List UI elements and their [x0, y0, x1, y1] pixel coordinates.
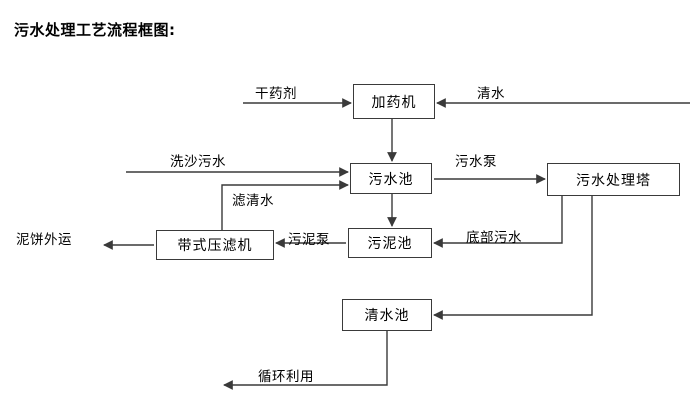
terminal-mud-cake-out: 泥饼外运	[16, 232, 72, 248]
node-dosing-machine[interactable]: 加药机	[353, 84, 435, 119]
node-sludge-pool[interactable]: 污泥池	[348, 228, 432, 258]
edge-clear-water-recycle	[223, 331, 388, 390]
node-treatment-tower[interactable]: 污水处理塔	[547, 163, 680, 196]
terminal-dry-chemical: 干药剂	[255, 86, 297, 102]
node-clear-water-pool[interactable]: 清水池	[342, 299, 432, 331]
node-treatment-tower-label: 污水处理塔	[576, 172, 651, 189]
edge-label-wastewater-pump: 污水泵	[455, 154, 497, 170]
edge-tower-to-clear-water-pool	[433, 196, 593, 320]
page-title: 污水处理工艺流程框图:	[14, 21, 176, 39]
edge-label-sludge-pump: 污泥泵	[288, 232, 330, 248]
terminal-sand-wash-water: 洗沙污水	[170, 154, 226, 170]
edge-label-recycle-reuse: 循环利用	[258, 369, 314, 385]
node-dosing-machine-label: 加药机	[371, 94, 417, 111]
edge-label-bottom-wastewater: 底部污水	[466, 230, 522, 246]
node-belt-filter-press[interactable]: 带式压滤机	[156, 230, 274, 260]
edge-bottom-wastewater-to-sludge-pool	[433, 196, 563, 248]
edge-filtered-water-to-wastewater-pool	[221, 180, 349, 230]
node-wastewater-pool-label: 污水池	[368, 171, 414, 188]
edge-label-filtered-clear-water: 滤清水	[232, 193, 274, 209]
node-sludge-pool-label: 污泥池	[367, 236, 413, 252]
node-belt-filter-press-label: 带式压滤机	[177, 238, 253, 254]
terminal-clean-water: 清水	[477, 86, 505, 102]
node-wastewater-pool[interactable]: 污水池	[350, 163, 432, 194]
node-clear-water-pool-label: 清水池	[364, 308, 410, 324]
